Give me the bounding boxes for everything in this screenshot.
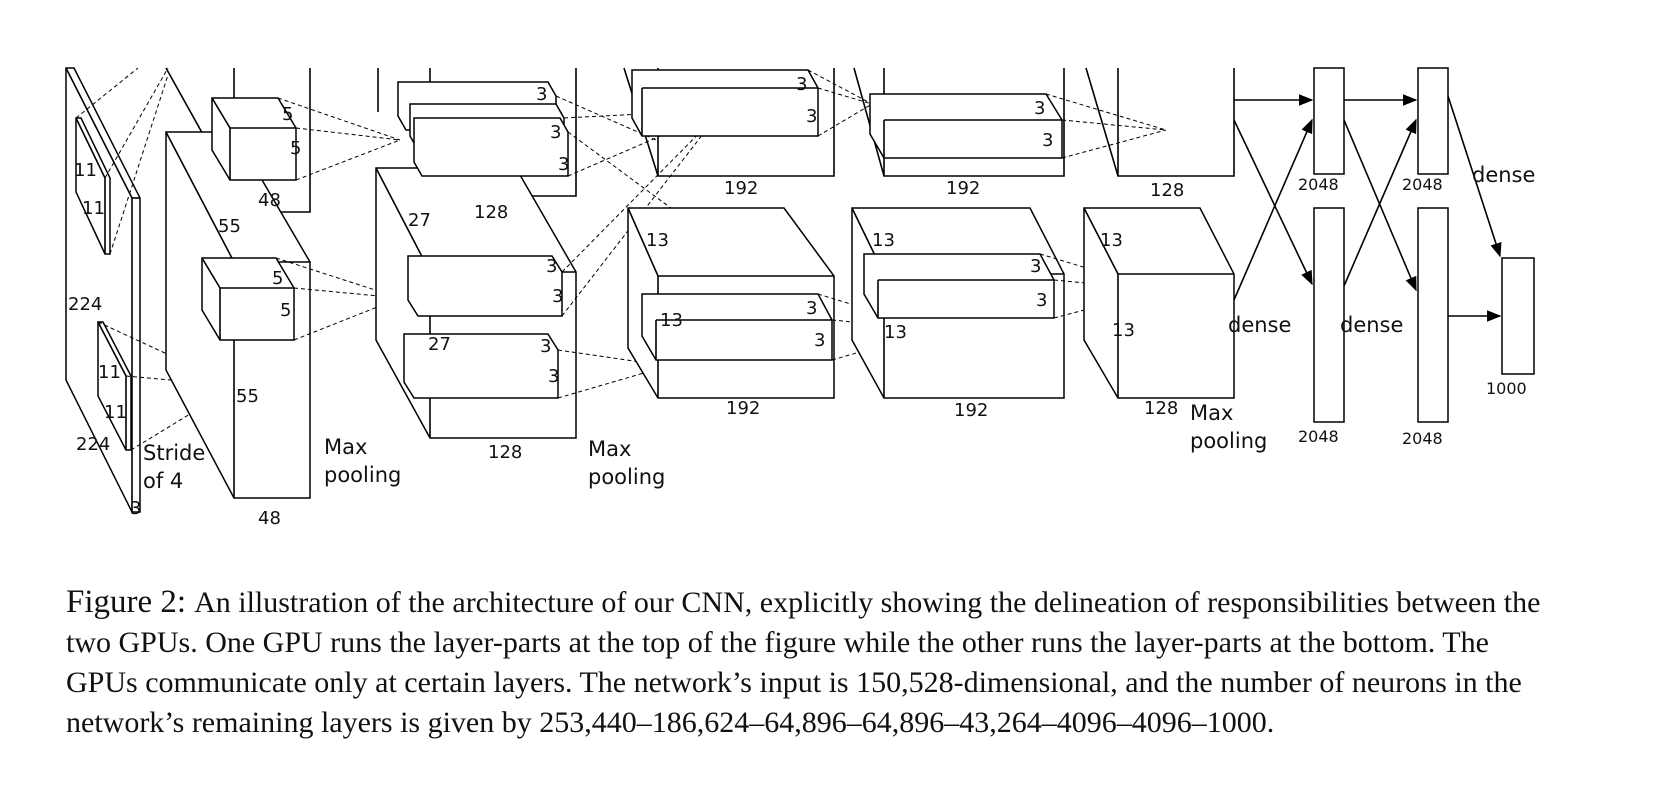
- conv4-size-label: 13: [872, 230, 895, 251]
- conv1-depth-label: 48: [258, 190, 281, 211]
- conv2-kernel-label: 3: [550, 122, 561, 143]
- input-kernel-label: 11: [82, 198, 105, 219]
- diagram-labels: 11 11 224 11 11 224 3 Stride of 4 5 5 48…: [68, 74, 1535, 529]
- conv3-volume: [623, 67, 835, 399]
- conv1-size-label: 55: [218, 216, 241, 237]
- conv5-depth-label: 128: [1150, 180, 1184, 201]
- conv2-depth-label: 128: [474, 202, 508, 223]
- conv4-volume: [851, 67, 1065, 399]
- conv4-kernel-label: 3: [1036, 290, 1047, 311]
- stride-label: of 4: [143, 469, 183, 493]
- dense-layers: [1233, 67, 1535, 423]
- conv1-depth-label: 48: [258, 508, 281, 529]
- fc7-size-label: 2048: [1402, 429, 1443, 448]
- figure-label: Figure 2:: [66, 584, 187, 620]
- conv3-depth-label: 192: [726, 398, 760, 419]
- conv5-size-label: 13: [1100, 230, 1123, 251]
- conv4-depth-label: 192: [946, 178, 980, 199]
- conv1-to-conv2-projections: [275, 97, 401, 341]
- conv2-kernel-label: 3: [536, 84, 547, 105]
- stride-label: Stride: [143, 441, 205, 465]
- pool2-label: pooling: [588, 465, 665, 489]
- conv1-kernel-label: 5: [280, 300, 291, 321]
- conv1-kernel-label: 5: [272, 268, 283, 289]
- conv3-kernel-label: 3: [806, 298, 817, 319]
- pool5-label: Max: [1190, 401, 1233, 425]
- conv4-kernel-label: 3: [1042, 130, 1053, 151]
- conv5-size-label: 13: [1112, 320, 1135, 341]
- conv3-kernel-label: 3: [796, 74, 807, 95]
- pool1-label: pooling: [324, 463, 401, 487]
- dense-label: dense: [1228, 313, 1291, 337]
- fc6-size-label: 2048: [1298, 427, 1339, 446]
- input-size-label: 224: [68, 294, 102, 315]
- input-depth-label: 3: [130, 498, 141, 519]
- conv2-kernel-label: 3: [552, 286, 563, 307]
- conv2-kernel-label: 3: [540, 336, 551, 357]
- conv2-size-label: 27: [408, 210, 431, 231]
- figure-caption: Figure 2:An illustration of the architec…: [66, 582, 1556, 743]
- conv1-kernel-label: 5: [290, 138, 301, 159]
- conv2-kernel-label: 3: [558, 154, 569, 175]
- conv3-size-label: 13: [660, 310, 683, 331]
- input-kernel-label: 11: [104, 402, 127, 423]
- fc6-size-label: 2048: [1298, 175, 1339, 194]
- fc7-size-label: 2048: [1402, 175, 1443, 194]
- conv4-size-label: 13: [884, 322, 907, 343]
- pool2-label: Max: [588, 437, 631, 461]
- input-size-label: 224: [76, 434, 110, 455]
- conv2-depth-label: 128: [488, 442, 522, 463]
- conv4-depth-label: 192: [954, 400, 988, 421]
- conv3-size-label: 13: [646, 230, 669, 251]
- input-kernel-label: 11: [98, 362, 121, 383]
- cnn-architecture-diagram: 11 11 224 11 11 224 3 Stride of 4 5 5 48…: [65, 67, 1535, 529]
- input-kernel-label: 11: [74, 160, 97, 181]
- pool1-label: Max: [324, 435, 367, 459]
- conv3-kernel-label: 3: [806, 106, 817, 127]
- conv5-depth-label: 128: [1144, 398, 1178, 419]
- conv2-size-label: 27: [428, 334, 451, 355]
- pool5-label: pooling: [1190, 429, 1267, 453]
- conv2-kernel-label: 3: [548, 366, 559, 387]
- conv2-kernel-label: 3: [546, 256, 557, 277]
- conv5-volume: [1083, 67, 1235, 399]
- conv3-kernel-label: 3: [814, 330, 825, 351]
- conv1-kernel-label: 5: [282, 104, 293, 125]
- caption-text: An illustration of the architecture of o…: [66, 586, 1541, 739]
- dense-label: dense: [1472, 163, 1535, 187]
- conv2-volume: [375, 68, 577, 439]
- output-size-label: 1000: [1486, 379, 1527, 398]
- conv1-volume: [165, 67, 311, 499]
- conv3-depth-label: 192: [724, 178, 758, 199]
- conv4-kernel-label: 3: [1030, 256, 1041, 277]
- conv4-kernel-label: 3: [1034, 98, 1045, 119]
- conv1-size-label: 55: [236, 386, 259, 407]
- dense-label: dense: [1340, 313, 1403, 337]
